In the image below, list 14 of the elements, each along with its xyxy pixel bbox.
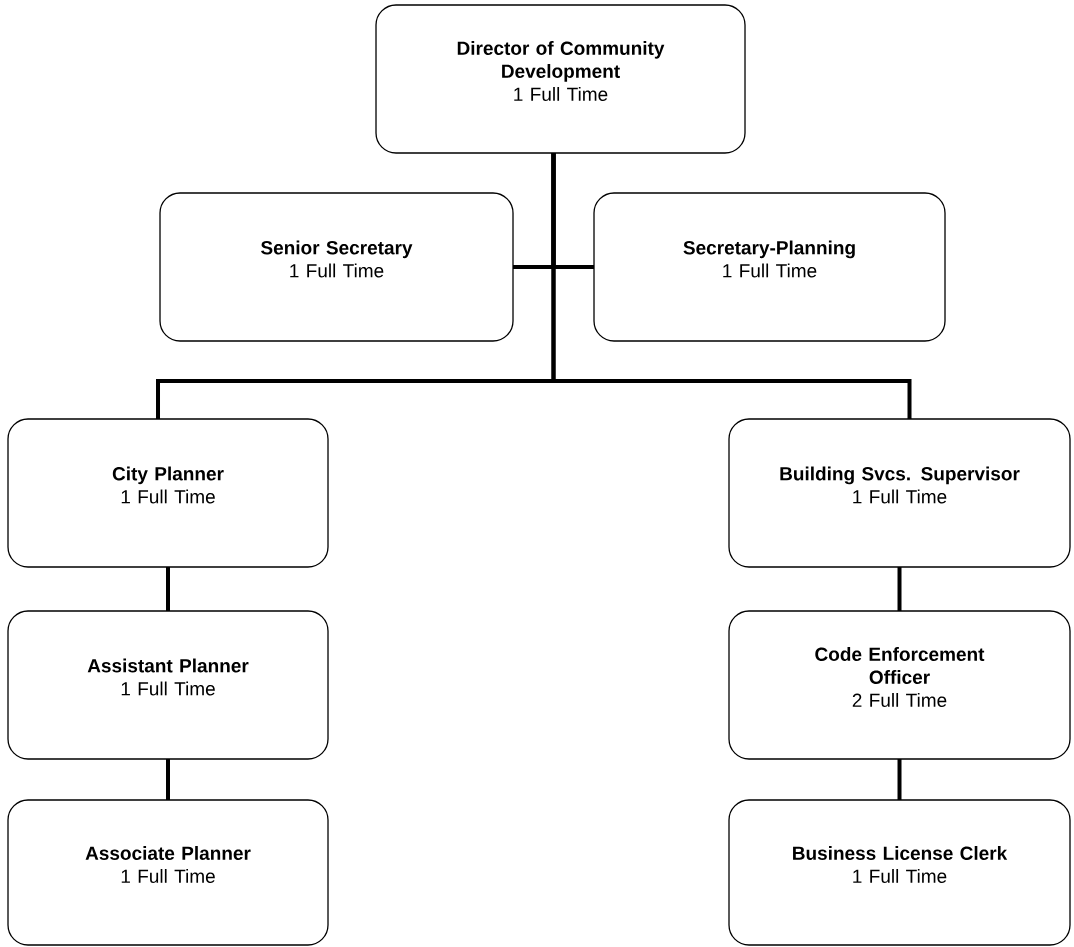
position-box: City Planner 1 Full Time [7,418,329,568]
position-box: Business License Clerk 1 Full Time [728,799,1071,946]
position-box: Associate Planner 1 Full Time [7,799,329,946]
connector-line [166,567,170,611]
connector-line [551,153,912,419]
position-box: Secretary-Planning 1 Full Time [593,192,946,342]
position-box: Building Svcs. Supervisor 1 Full Time [728,418,1071,568]
connector-line [166,759,170,800]
connector-line [897,567,902,611]
position-box: Code Enforcement Officer 2 Full Time [728,610,1071,760]
position-box: Director of Community Development 1 Full Time [375,4,746,154]
position-box: Senior Secretary 1 Full Time [159,192,514,342]
connector-line [897,759,902,800]
position-box: Assistant Planner 1 Full Time [7,610,329,760]
